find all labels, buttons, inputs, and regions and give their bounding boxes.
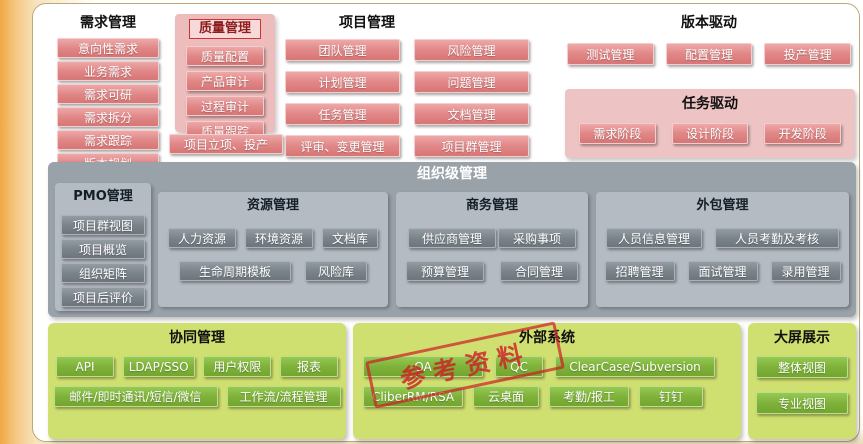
- module-block: 用户权限: [203, 356, 272, 377]
- module-block: 生命周期模板: [179, 261, 291, 281]
- business-title: 商务管理: [465, 198, 518, 213]
- module-block: 产品审计: [186, 71, 264, 91]
- module-block: 投产管理: [764, 43, 852, 65]
- module-block: 项目群管理: [414, 135, 529, 157]
- module-block: ClearCase/Subversion: [555, 356, 715, 377]
- module-block: 邮件/即时通讯/短信/微信: [53, 386, 218, 407]
- module-block: 合同管理: [500, 261, 578, 281]
- module-block: 人员信息管理: [606, 228, 702, 248]
- business-panel: 商务管理 供应商管理 采购事项 预算管理 合同管理: [396, 192, 588, 307]
- module-block: 采购事项: [498, 228, 576, 248]
- module-block: 环境资源: [245, 228, 313, 248]
- project-management-section: 项目管理 团队管理 计划管理 任务管理 评审、变更管理 风险管理 问题管理 文档…: [285, 12, 529, 157]
- module-block: 云桌面: [473, 386, 539, 407]
- module-block: 风险库: [305, 261, 367, 281]
- resource-panel: 资源管理 人力资源 环境资源 文档库 生命周期模板 风险库: [158, 192, 388, 307]
- module-block: 文档管理: [414, 103, 529, 125]
- quality-title: 质量管理: [189, 19, 261, 39]
- module-block: 预算管理: [406, 261, 484, 281]
- requirements-section: 需求管理 意向性需求 业务需求 需求可研 需求拆分 需求跟踪 版本规划: [51, 12, 165, 173]
- big-screen-title: 大屏展示: [774, 330, 830, 346]
- module-block: 任务管理: [285, 103, 400, 125]
- module-block: QC: [495, 356, 543, 377]
- module-block: CliberRM/RSA: [363, 386, 463, 407]
- module-block: 招聘管理: [604, 261, 675, 281]
- module-block: 需求跟踪: [57, 130, 159, 150]
- pmo-title: PMO管理: [73, 189, 133, 204]
- module-block: 需求可研: [57, 84, 159, 104]
- module-block: 意向性需求: [57, 38, 159, 58]
- module-block: 报表: [279, 356, 338, 377]
- module-block: 钉钉: [639, 386, 703, 407]
- requirements-list: 意向性需求 业务需求 需求可研 需求拆分 需求跟踪 版本规划: [51, 38, 165, 173]
- module-block: 组织矩阵: [61, 263, 145, 283]
- quality-list: 质量配置 产品审计 过程审计 质量跟踪: [175, 46, 275, 141]
- module-block: 风险管理: [414, 39, 529, 61]
- module-block: 考勤/报工: [549, 386, 629, 407]
- module-block: LDAP/SSO: [122, 356, 195, 377]
- project-right-column: 风险管理 问题管理 文档管理 项目群管理: [414, 39, 529, 157]
- module-block: 需求拆分: [57, 107, 159, 127]
- project-left-column: 团队管理 计划管理 任务管理 评审、变更管理: [285, 39, 400, 157]
- outsourcing-panel: 外包管理 人员信息管理 人员考勤及考核 招聘管理 面试管理 录用管理: [596, 192, 849, 307]
- module-block: 开发阶段: [764, 123, 842, 144]
- external-systems-title: 外部系统: [519, 330, 575, 346]
- organization-title: 组织级管理: [417, 166, 487, 182]
- module-block: 工作流/流程管理: [226, 386, 341, 407]
- resource-title: 资源管理: [246, 198, 299, 213]
- version-driven-title: 版本驱动: [681, 15, 737, 31]
- module-block: 过程审计: [186, 96, 264, 116]
- module-block: 需求阶段: [579, 123, 656, 144]
- version-driven-section: 版本驱动 测试管理 配置管理 投产管理: [563, 12, 855, 65]
- requirements-title: 需求管理: [80, 15, 136, 31]
- module-block: 供应商管理: [408, 228, 496, 248]
- module-block: 项目概览: [61, 239, 145, 259]
- module-block: 业务需求: [57, 61, 159, 81]
- module-block: 项目立项、投产: [169, 134, 283, 154]
- module-block: 测试管理: [567, 43, 654, 65]
- quality-panel: 质量管理 质量配置 产品审计 过程审计 质量跟踪: [175, 14, 275, 141]
- module-block: 配置管理: [665, 43, 753, 65]
- module-block: 评审、变更管理: [285, 135, 400, 157]
- module-block: 文档库: [322, 228, 378, 248]
- project-title: 项目管理: [339, 15, 395, 31]
- module-block: 专业视图: [756, 392, 848, 414]
- diagram-main-panel: 需求管理 意向性需求 业务需求 需求可研 需求拆分 需求跟踪 版本规划 质量管理…: [32, 3, 860, 442]
- module-block: 计划管理: [285, 71, 400, 93]
- outsourcing-title: 外包管理: [696, 198, 749, 213]
- module-block: API: [56, 356, 114, 377]
- collaboration-title: 协同管理: [169, 330, 225, 346]
- module-block: 人力资源: [168, 228, 236, 248]
- collaboration-panel: 协同管理 API LDAP/SSO 用户权限 报表 邮件/即时通讯/短信/微信 …: [48, 323, 346, 439]
- module-block: 团队管理: [285, 39, 400, 61]
- module-block: 问题管理: [414, 71, 529, 93]
- module-block: 质量配置: [186, 46, 264, 66]
- organization-level-panel: 组织级管理 PMO管理 项目群视图 项目概览 组织矩阵 项目后评价 资源管理 人…: [48, 162, 856, 317]
- module-block: 录用管理: [770, 261, 841, 281]
- task-driven-title: 任务驱动: [682, 96, 738, 112]
- module-block: 人员考勤及考核: [715, 228, 839, 248]
- task-driven-panel: 任务驱动 需求阶段 设计阶段 开发阶段: [565, 89, 855, 158]
- module-block: 整体视图: [756, 356, 848, 378]
- module-block: 项目群视图: [61, 215, 145, 235]
- module-block: 设计阶段: [671, 123, 749, 144]
- module-block: OA: [363, 356, 483, 377]
- project-initiation-block-wrap: 项目立项、投产: [169, 134, 283, 154]
- external-systems-panel: 外部系统 OA QC ClearCase/Subversion CliberRM…: [353, 323, 741, 439]
- big-screen-panel: 大屏展示 整体视图 专业视图: [748, 323, 856, 439]
- pmo-panel: PMO管理 项目群视图 项目概览 组织矩阵 项目后评价: [55, 183, 151, 311]
- module-block: 面试管理: [687, 261, 758, 281]
- module-block: 项目后评价: [61, 287, 145, 307]
